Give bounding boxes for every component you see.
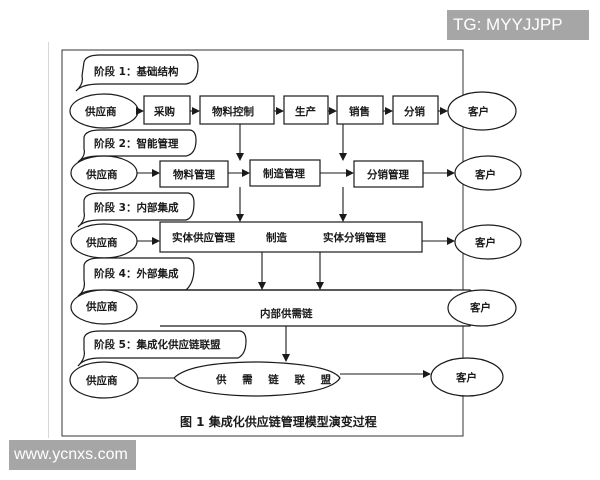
- internal-supply-chain-bar: [160, 289, 481, 327]
- watermark-top-right: TG: MYYJJPP: [447, 10, 589, 40]
- supplier-oval-5: [69, 361, 139, 399]
- supplier-oval-4: [70, 289, 138, 325]
- node-label-physical-supply: 实体供应管理: [172, 231, 235, 244]
- node-label-production: 生产: [295, 105, 316, 118]
- node-distribution-management: [353, 160, 424, 188]
- stage-1-label: 阶段 1：基础结构: [94, 65, 179, 78]
- supplier-label-1: 供应商: [84, 105, 117, 118]
- node-material-control: [199, 95, 275, 125]
- node-label-distribution: 分销: [404, 105, 425, 118]
- node-label-manufacturing-management: 制造管理: [263, 167, 305, 180]
- node-label-distribution-management: 分销管理: [367, 168, 409, 181]
- customer-label-4: 客户: [469, 301, 491, 314]
- node-material-management: [159, 160, 229, 188]
- node-label-internal-supply-chain: 内部供需链: [260, 307, 313, 320]
- supplier-label-3: 供应商: [85, 236, 118, 249]
- node-production: [283, 95, 329, 125]
- stage-3-banner: [77, 192, 195, 228]
- customer-oval-5: [430, 357, 504, 397]
- stage-2-label: 阶段 2：智能管理: [94, 137, 179, 150]
- stage-4-label: 阶段 4：外部集成: [94, 267, 179, 280]
- node-label-procurement: 采购: [153, 105, 175, 118]
- customer-oval-4: [447, 289, 517, 327]
- node-label-sales: 销售: [349, 105, 370, 118]
- alliance-oval: [173, 361, 341, 397]
- node-sales: [336, 95, 384, 125]
- customer-oval-2: [454, 155, 522, 191]
- watermark-bottom-left: www.ycnxs.com: [9, 440, 136, 470]
- supplier-label-2: 供应商: [85, 168, 118, 181]
- node-label-material-management: 物料管理: [173, 168, 215, 181]
- stage-5-banner: [77, 330, 247, 367]
- node-label-manufacturing: 制造: [266, 231, 287, 244]
- stage-2-banner: [77, 129, 197, 163]
- internal-integration-bar: [159, 221, 423, 253]
- node-distribution: [392, 95, 439, 125]
- node-label-physical-distribution: 实体分销管理: [323, 231, 386, 244]
- stage-5-label: 阶段 5：集成化供应链联盟: [94, 338, 221, 351]
- customer-label-2: 客户: [474, 168, 496, 181]
- supplier-label-5: 供应商: [85, 374, 118, 387]
- page-edge-line: [48, 42, 49, 438]
- customer-oval-3: [454, 224, 522, 260]
- customer-label-1: 客户: [467, 105, 489, 118]
- stage-1-banner: [75, 54, 199, 92]
- node-label-alliance: 供 需 链 联 盟: [215, 373, 337, 386]
- node-manufacturing-management: [249, 159, 321, 187]
- customer-label-5: 客户: [455, 371, 477, 384]
- figure-caption: 图 1 集成化供应链管理模型演变过程: [180, 414, 377, 429]
- customer-oval-1: [447, 91, 517, 131]
- supplier-label-4: 供应商: [85, 300, 118, 313]
- customer-label-3: 客户: [474, 236, 496, 249]
- node-procurement: [143, 95, 191, 125]
- stage-3-label: 阶段 3：内部集成: [94, 201, 179, 214]
- node-label-material-control: 物料控制: [212, 105, 254, 118]
- stage-4-banner: [77, 257, 195, 297]
